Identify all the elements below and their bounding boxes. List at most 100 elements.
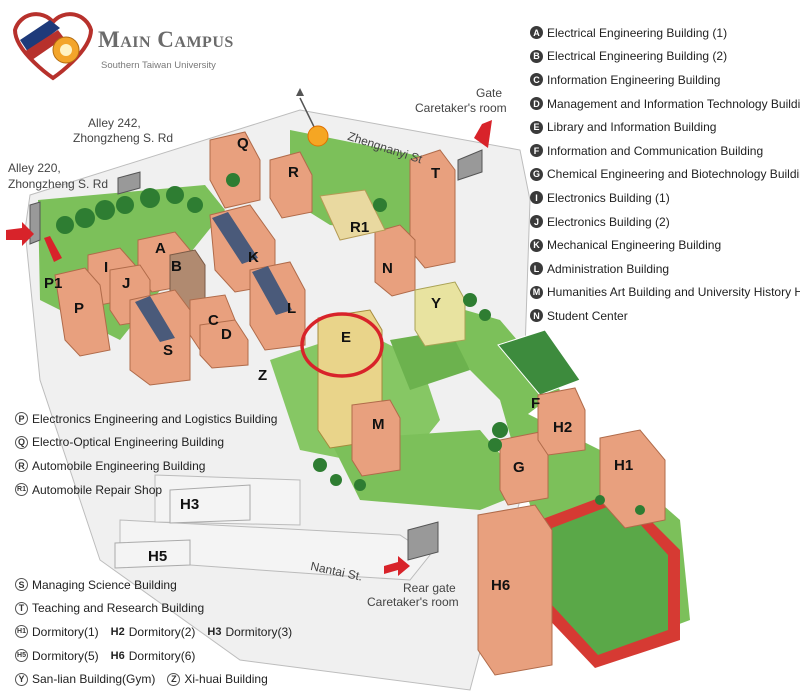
legend-badge-h1: H1	[15, 625, 28, 639]
legend-badge-h6: H6	[110, 649, 125, 662]
map-label-h2: H2	[553, 419, 573, 436]
map-label-c: C	[208, 312, 219, 329]
legend-item-r1: R1 Automobile Repair Shop	[15, 478, 277, 502]
alley242-line1: Alley 242,	[88, 116, 141, 130]
legend-badge-r1: R1	[15, 483, 28, 497]
legend-name-y: San-lian Building(Gym)	[32, 672, 156, 687]
legend-name-g: Chemical Engineering and Biotechnology B…	[547, 167, 800, 182]
legend-badge-a: A	[530, 26, 543, 40]
buildings	[54, 131, 666, 676]
map-label-y: Y	[431, 295, 442, 312]
rear-caretaker-label: Caretaker's room	[367, 595, 459, 609]
legend-name-f: Information and Communication Building	[547, 143, 764, 158]
gate-label: Gate	[476, 86, 503, 100]
legend-badge-h2: H2	[110, 625, 125, 638]
legend-name-e: Library and Information Building	[547, 120, 717, 135]
map-label-p: P	[74, 300, 85, 317]
legend-name-r: Automobile Engineering Building	[32, 458, 206, 473]
legend-item-j: J Electronics Building (2)	[530, 210, 800, 234]
legend-name-d: Management and Information Technology Bu…	[547, 96, 800, 111]
legend-item-r: R Automobile Engineering Building	[15, 454, 277, 478]
legend-name-b: Electrical Engineering Building (2)	[547, 49, 728, 64]
legend-name-q: Electro-Optical Engineering Building	[32, 435, 225, 450]
legend-name-m: Humanities Art Building and University H…	[547, 285, 800, 300]
trees	[56, 173, 645, 515]
map-label-f: F	[531, 395, 541, 412]
map-label-m: M	[372, 416, 385, 433]
alley242-line2: Zhongzheng S. Rd	[73, 131, 174, 145]
legend-item-m: M Humanities Art Building and University …	[530, 281, 800, 305]
legend-badge-t: T	[15, 601, 28, 615]
legend-badge-y: Y	[15, 672, 28, 686]
map-label-k: K	[248, 249, 259, 266]
legend-item-s: S Managing Science Building	[15, 573, 292, 597]
legend-name-k: Mechanical Engineering Building	[547, 238, 722, 253]
legend-badge-g: G	[530, 167, 543, 181]
map-label-i: I	[104, 259, 109, 276]
legend-name-n: Student Center	[547, 308, 628, 323]
legend-name-h6: Dormitory(6)	[128, 648, 196, 663]
legend-badge-s: S	[15, 578, 28, 592]
legend-badge-n: N	[530, 309, 543, 323]
legend-badge-k: K	[530, 238, 543, 252]
legend-badge-j: J	[530, 215, 543, 229]
legend-name-h3: Dormitory(3)	[225, 624, 293, 639]
map-label-d: D	[221, 326, 232, 343]
legend-name-l: Administration Building	[547, 261, 670, 276]
legend-badge-z: Z	[167, 672, 181, 686]
legend-name-c: Information Engineering Building	[547, 72, 721, 87]
legend-badge-f: F	[530, 144, 543, 158]
legend-item-b: B Electrical Engineering Building (2)	[530, 45, 800, 69]
campus-title: Main Campus	[98, 27, 234, 52]
legend-item-i: I Electronics Building (1)	[530, 186, 800, 210]
map-label-z: Z	[258, 367, 268, 384]
alley220-line1: Alley 220,	[8, 161, 61, 175]
alley220-line2: Zhongzheng S. Rd	[8, 177, 109, 191]
map-label-j: J	[122, 275, 131, 292]
legend-name-s: Managing Science Building	[32, 577, 177, 592]
map-label-b: B	[171, 258, 182, 275]
entry-arrows	[6, 120, 492, 576]
map-label-s: S	[163, 342, 174, 359]
legend-name-h5: Dormitory(5)	[32, 648, 99, 663]
map-label-h5: H5	[148, 548, 168, 565]
gate-caretaker-label: Caretaker's room	[415, 101, 507, 115]
map-label-h3: H3	[180, 496, 200, 513]
legend-badge-m: M	[530, 285, 543, 299]
map-label-h6: H6	[491, 577, 511, 594]
legend-name-z: Xi-huai Building	[184, 672, 268, 687]
rear-gate-label: Rear gate	[403, 581, 456, 595]
legend-badge-b: B	[530, 49, 543, 63]
legend-name-r1: Automobile Repair Shop	[32, 482, 163, 497]
legend-name-j: Electronics Building (2)	[547, 214, 670, 229]
legend-name-i: Electronics Building (1)	[547, 190, 670, 205]
map-label-e: E	[341, 329, 352, 346]
university-logo	[12, 12, 94, 81]
legend-badge-d: D	[530, 97, 543, 111]
campus-subtitle: Southern Taiwan University	[101, 60, 216, 71]
legend-badge-r: R	[15, 459, 28, 473]
legend-item-g: G Chemical Engineering and Biotechnology …	[530, 163, 800, 187]
legend-name-a: Electrical Engineering Building (1)	[547, 25, 728, 40]
legend-item-d: D Management and Information Technology B…	[530, 92, 800, 116]
map-label-r1: R1	[350, 219, 370, 236]
map-label-l: L	[287, 300, 297, 317]
legend-badge-h5: H5	[15, 649, 28, 663]
legend-badge-e: E	[530, 120, 543, 134]
legend-badge-c: C	[530, 73, 543, 87]
highlight-circle	[300, 312, 384, 378]
legend-item-e: E Library and Information Building	[530, 115, 800, 139]
legend-badge-l: L	[530, 262, 543, 276]
map-label-g: G	[513, 459, 525, 476]
map-label-q: Q	[237, 135, 249, 152]
legend-badge-h3: H3	[207, 625, 222, 638]
legend-badge-i: I	[530, 191, 543, 205]
map-label-h1: H1	[614, 457, 634, 474]
legend-badge-p: P	[15, 412, 28, 426]
legend-academic: A Electrical Engineering Building (1) B El…	[530, 21, 800, 328]
